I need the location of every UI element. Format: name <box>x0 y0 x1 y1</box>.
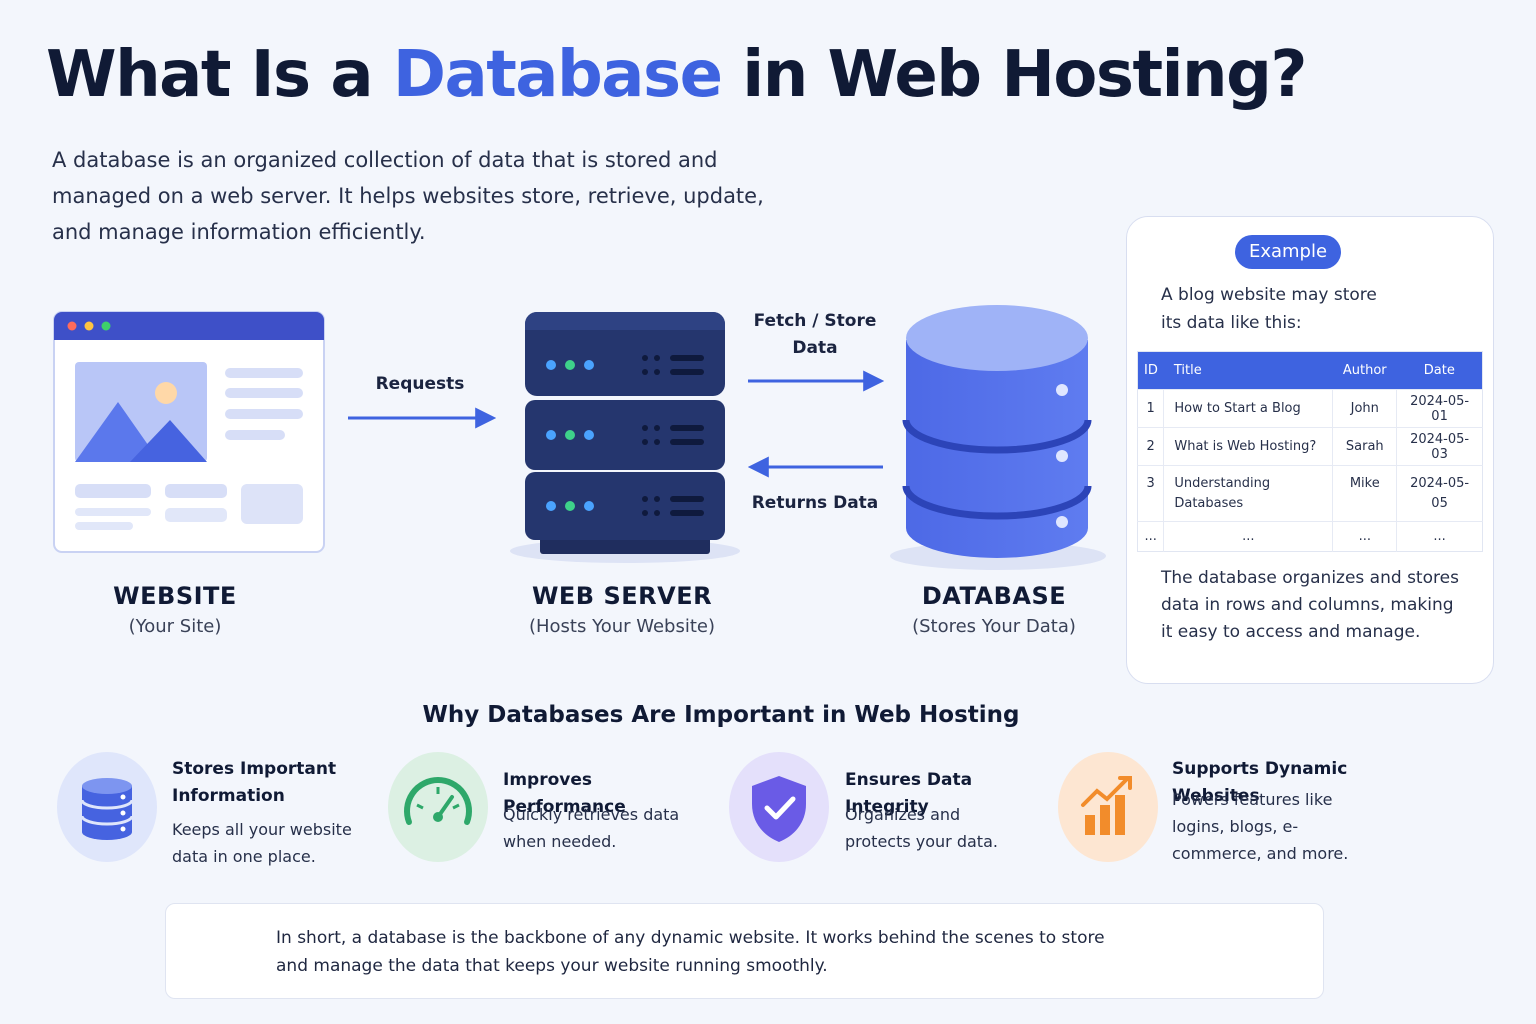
table-row: ... ... ... ... <box>1137 521 1483 552</box>
feature-title: Supports Dynamic Websites <box>1172 759 1348 806</box>
table-cell: 2024-05-03 <box>1396 427 1483 466</box>
summary-box: In short, a database is the backbone of … <box>165 903 1324 999</box>
summary-text: In short, a database is the backbone of … <box>276 928 1105 976</box>
website-icon <box>53 311 325 553</box>
server-sublabel: (Hosts Your Website) <box>528 616 716 637</box>
table-header-row: ID Title Author Date <box>1137 351 1483 390</box>
intro-paragraph: A database is an organized collection of… <box>52 148 764 244</box>
table-cell: 1 <box>1137 389 1164 428</box>
feature-title: Ensures Data Integrity <box>845 770 973 817</box>
database-label: DATABASE <box>921 582 1067 610</box>
speedometer-icon <box>388 752 488 862</box>
table-cell: Mike <box>1332 465 1397 522</box>
table-cell: How to Start a Blog <box>1163 389 1333 428</box>
feature-title: Stores Important Information <box>172 759 337 806</box>
website-caption: WEBSITE (Your Site) <box>25 582 325 637</box>
table-cell: 2024-05-05 <box>1396 465 1483 522</box>
feature-desc: Keeps all your website data in one place… <box>172 820 352 866</box>
table-cell: Understanding Databases <box>1163 465 1333 522</box>
feature-desc: Powers features like logins, blogs, e-co… <box>1172 790 1349 863</box>
table-row: 2 What is Web Hosting? Sarah 2024-05-03 <box>1137 427 1483 466</box>
example-footer: The database organizes and stores data i… <box>1161 568 1459 642</box>
title-suffix: in Web Hosting? <box>721 38 1307 112</box>
title-prefix: What Is a <box>46 38 393 112</box>
table-cell: What is Web Hosting? <box>1163 427 1333 466</box>
server-label: WEB SERVER <box>531 582 713 610</box>
column-header-title: Title <box>1163 351 1333 390</box>
table-cell: ... <box>1163 521 1333 552</box>
example-intro-line2: its data like this: <box>1161 313 1302 333</box>
example-intro-line1: A blog website may store <box>1161 285 1377 305</box>
example-table: ID Title Author Date 1 How to Start a Bl… <box>1137 351 1483 552</box>
table-cell: John <box>1332 389 1397 428</box>
example-badge: Example <box>1235 235 1341 269</box>
column-header-author: Author <box>1332 351 1397 390</box>
table-row: 1 How to Start a Blog John 2024-05-01 <box>1137 389 1483 428</box>
table-cell: 3 <box>1137 465 1164 522</box>
database-cylinder-icon <box>890 305 1106 570</box>
column-header-date: Date <box>1396 351 1483 390</box>
why-section-title: Why Databases Are Important in Web Hosti… <box>422 702 1020 728</box>
table-cell: ... <box>1332 521 1397 552</box>
database-icon <box>57 752 157 862</box>
server-icon <box>510 312 740 563</box>
fetch-store-line1: Fetch / Store <box>753 311 877 331</box>
table-cell: 2024-05-01 <box>1396 389 1483 428</box>
feature-title: Improves Performance <box>503 770 626 817</box>
column-header-id: ID <box>1137 351 1164 390</box>
requests-label: Requests <box>375 374 465 394</box>
database-caption: DATABASE (Stores Your Data) <box>844 582 1144 637</box>
page-title: What Is a Database in Web Hosting? <box>46 38 1307 112</box>
example-card: Example A blog website may store its dat… <box>1126 216 1494 684</box>
database-sublabel: (Stores Your Data) <box>912 616 1076 637</box>
table-cell: ... <box>1396 521 1483 552</box>
shield-check-icon <box>729 752 829 862</box>
table-cell: Sarah <box>1332 427 1397 466</box>
feature-desc: Organizes and protects your data. <box>845 805 998 851</box>
website-label: WEBSITE <box>113 582 237 610</box>
server-caption: WEB SERVER (Hosts Your Website) <box>472 582 772 637</box>
table-cell: 2 <box>1137 427 1164 466</box>
table-row: 3 Understanding Databases Mike 2024-05-0… <box>1137 465 1483 522</box>
growth-chart-icon <box>1058 752 1158 862</box>
fetch-store-line2: Data <box>792 338 838 358</box>
feature-desc: Quickly retrieves data when needed. <box>503 805 680 851</box>
website-sublabel: (Your Site) <box>128 616 222 637</box>
title-highlight: Database <box>392 38 723 112</box>
table-cell: ... <box>1137 521 1164 552</box>
fetch-store-label: Fetch / Store Data <box>735 308 895 362</box>
returns-label: Returns Data <box>751 493 879 513</box>
example-intro: A blog website may store its data like t… <box>1161 281 1461 337</box>
